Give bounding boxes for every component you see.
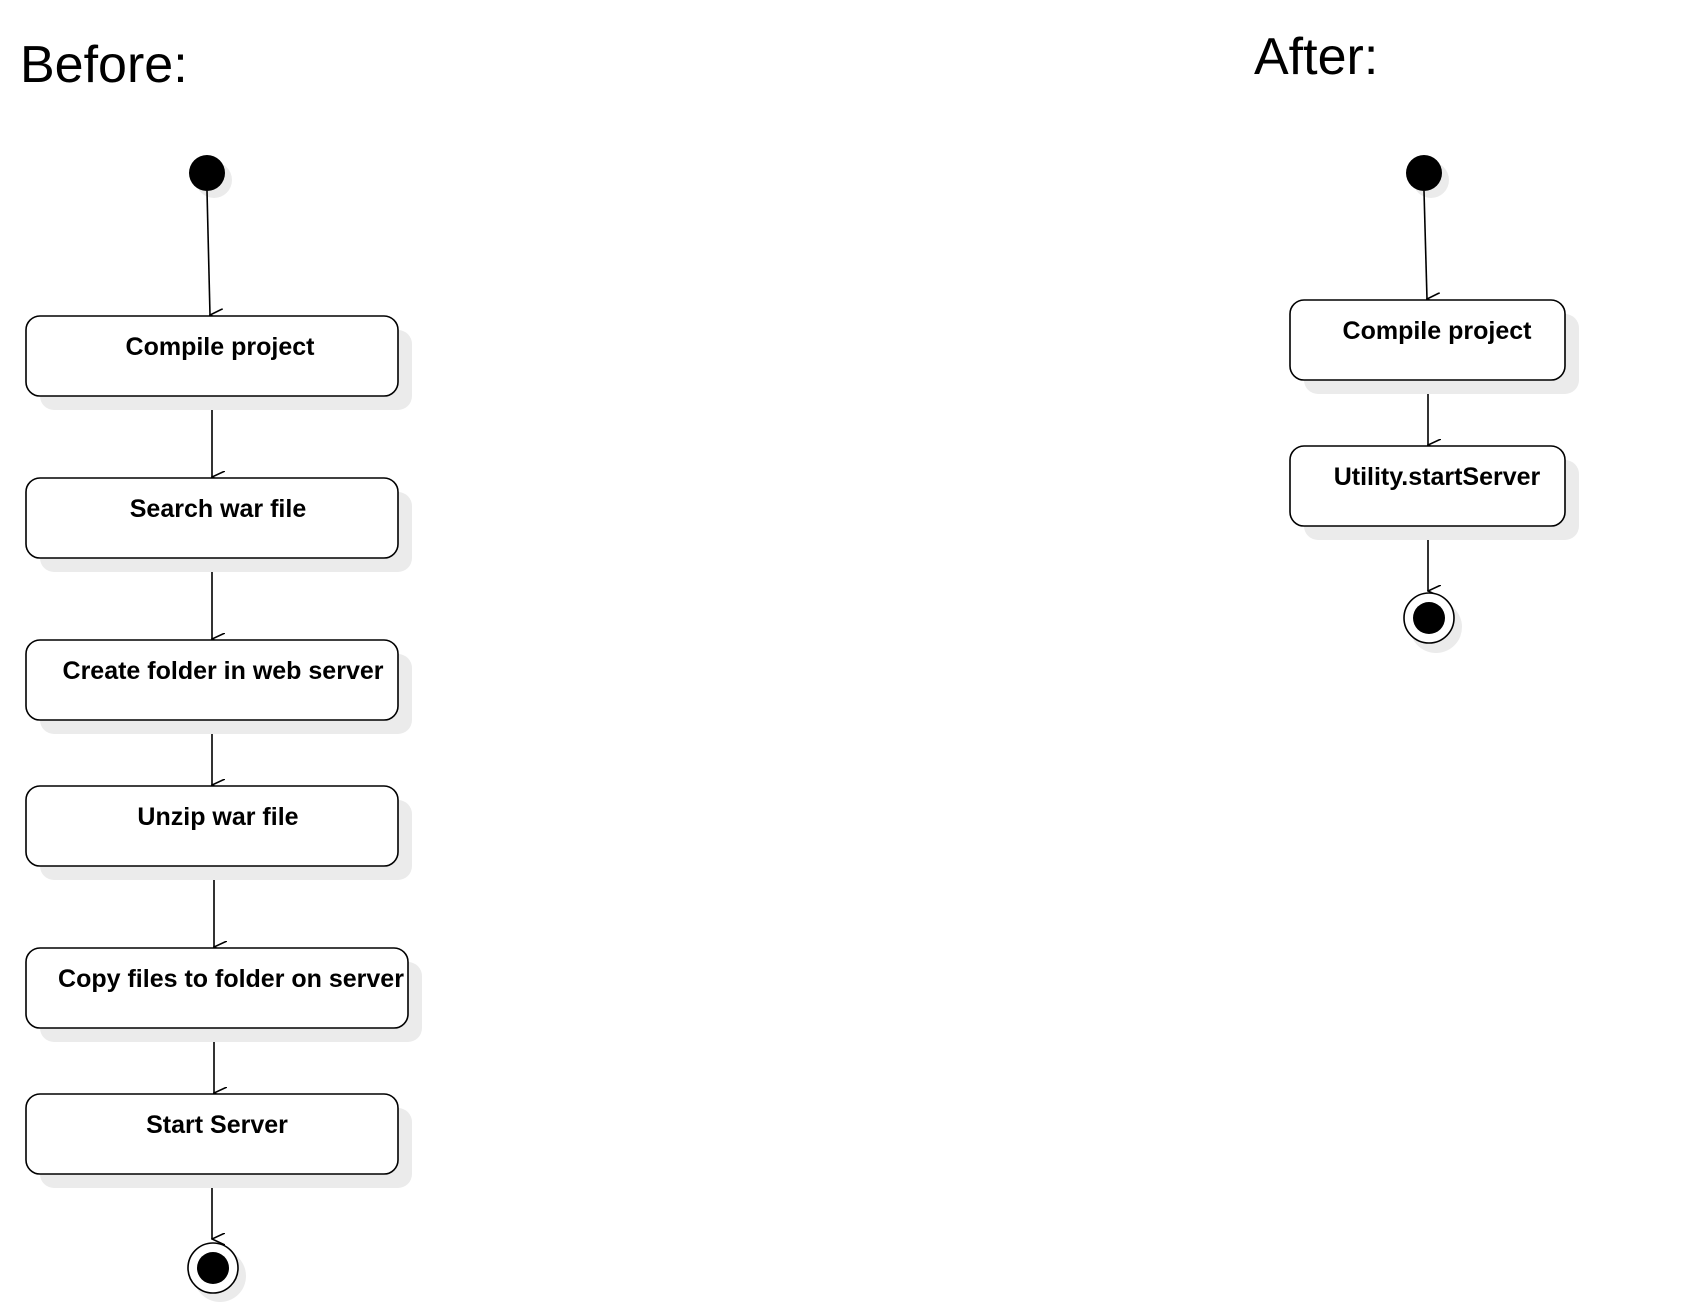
after-step-2: Utility.startServer xyxy=(1289,445,1579,540)
after-diagram: After: Compile project Utility.startServ… xyxy=(1254,28,1579,653)
before-arrow-start-to-step-1 xyxy=(206,190,210,315)
before-final-node xyxy=(187,1242,246,1302)
before-step-4-label: Unzip war file xyxy=(137,803,298,831)
before-step-3: Create folder in web server xyxy=(25,639,412,734)
before-step-2: Search war file xyxy=(25,477,412,572)
before-step-2-label: Search war file xyxy=(130,495,307,523)
after-heading: After: xyxy=(1254,28,1378,86)
before-step-6-label: Start Server xyxy=(146,1111,288,1139)
before-step-5: Copy files to folder on server xyxy=(25,947,422,1042)
before-heading: Before: xyxy=(20,36,188,94)
after-step-1: Compile project xyxy=(1289,299,1579,394)
after-step-2-label: Utility.startServer xyxy=(1334,463,1541,491)
after-step-1-label: Compile project xyxy=(1343,317,1533,345)
after-arrow-start-to-step-1 xyxy=(1423,190,1427,299)
before-step-5-label: Copy files to folder on server xyxy=(58,965,404,993)
before-step-1: Compile project xyxy=(25,315,412,410)
before-step-1-label: Compile project xyxy=(126,333,316,361)
before-step-4: Unzip war file xyxy=(25,785,412,880)
before-step-3-label: Create folder in web server xyxy=(63,657,384,685)
after-initial-node xyxy=(1406,155,1449,198)
before-step-6: Start Server xyxy=(25,1093,412,1188)
before-diagram: Before: Compile project Search war file xyxy=(20,36,422,1302)
before-initial-node xyxy=(189,155,232,198)
after-final-node xyxy=(1403,592,1462,653)
